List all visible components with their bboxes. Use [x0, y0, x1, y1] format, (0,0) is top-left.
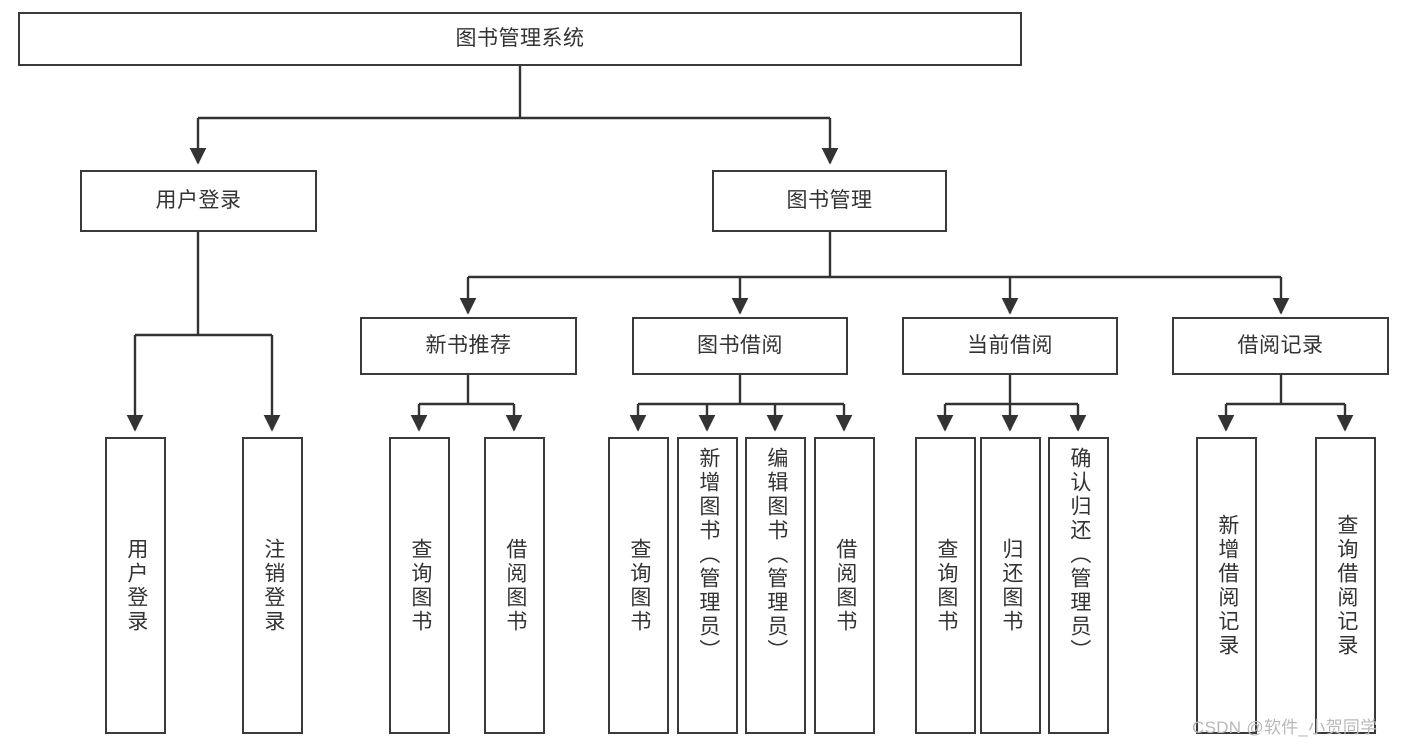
node-leaf-return-book[interactable]: 归还图书: [980, 437, 1041, 734]
node-new-book-recommend[interactable]: 新书推荐: [360, 317, 577, 375]
node-leaf-logout[interactable]: 注销登录: [242, 437, 303, 734]
node-label: 新书推荐: [425, 333, 512, 357]
node-leaf-query-book-current[interactable]: 查询图书: [915, 437, 976, 734]
node-root-book-management-system[interactable]: 图书管理系统: [18, 12, 1022, 66]
node-label: 查询图书: [627, 537, 651, 634]
node-label: 确认归还（管理员）: [1067, 447, 1091, 663]
node-label: 图书管理: [786, 188, 873, 212]
node-label: 借阅记录: [1237, 333, 1324, 357]
node-leaf-edit-book-admin[interactable]: 编辑图书（管理员）: [745, 437, 806, 734]
node-label: 图书管理系统: [455, 26, 585, 50]
node-label: 注销登录: [261, 537, 285, 634]
node-leaf-query-book-borrow[interactable]: 查询图书: [608, 437, 669, 734]
node-label: 查询图书: [408, 537, 432, 634]
node-leaf-add-borrow-record[interactable]: 新增借阅记录: [1196, 437, 1257, 734]
node-label: 借阅图书: [503, 537, 527, 634]
node-label: 归还图书: [999, 537, 1023, 634]
node-leaf-confirm-return-admin[interactable]: 确认归还（管理员）: [1048, 437, 1109, 734]
node-label: 查询借阅记录: [1334, 513, 1358, 658]
node-label: 图书借阅: [697, 333, 783, 357]
node-leaf-borrow-book[interactable]: 借阅图书: [814, 437, 875, 734]
node-label: 借阅图书: [833, 537, 857, 634]
node-book-borrow[interactable]: 图书借阅: [632, 317, 848, 375]
node-borrow-record[interactable]: 借阅记录: [1172, 317, 1389, 375]
node-leaf-borrow-book-recommend[interactable]: 借阅图书: [484, 437, 545, 734]
node-label: 当前借阅: [967, 333, 1053, 357]
node-user-login[interactable]: 用户登录: [80, 170, 317, 232]
node-book-management[interactable]: 图书管理: [712, 170, 947, 232]
node-label: 用户登录: [124, 537, 148, 634]
node-current-borrow[interactable]: 当前借阅: [902, 317, 1118, 375]
node-leaf-user-login[interactable]: 用户登录: [105, 437, 166, 734]
node-leaf-query-borrow-record[interactable]: 查询借阅记录: [1315, 437, 1376, 734]
node-label: 新增图书（管理员）: [696, 447, 720, 663]
node-label: 新增借阅记录: [1215, 513, 1239, 658]
node-leaf-add-book-admin[interactable]: 新增图书（管理员）: [677, 437, 738, 734]
node-label: 编辑图书（管理员）: [764, 447, 788, 663]
node-label: 查询图书: [934, 537, 958, 634]
node-label: 用户登录: [155, 188, 242, 212]
watermark: CSDN @软件_小贺同学: [1192, 718, 1378, 737]
node-leaf-query-book-recommend[interactable]: 查询图书: [389, 437, 450, 734]
